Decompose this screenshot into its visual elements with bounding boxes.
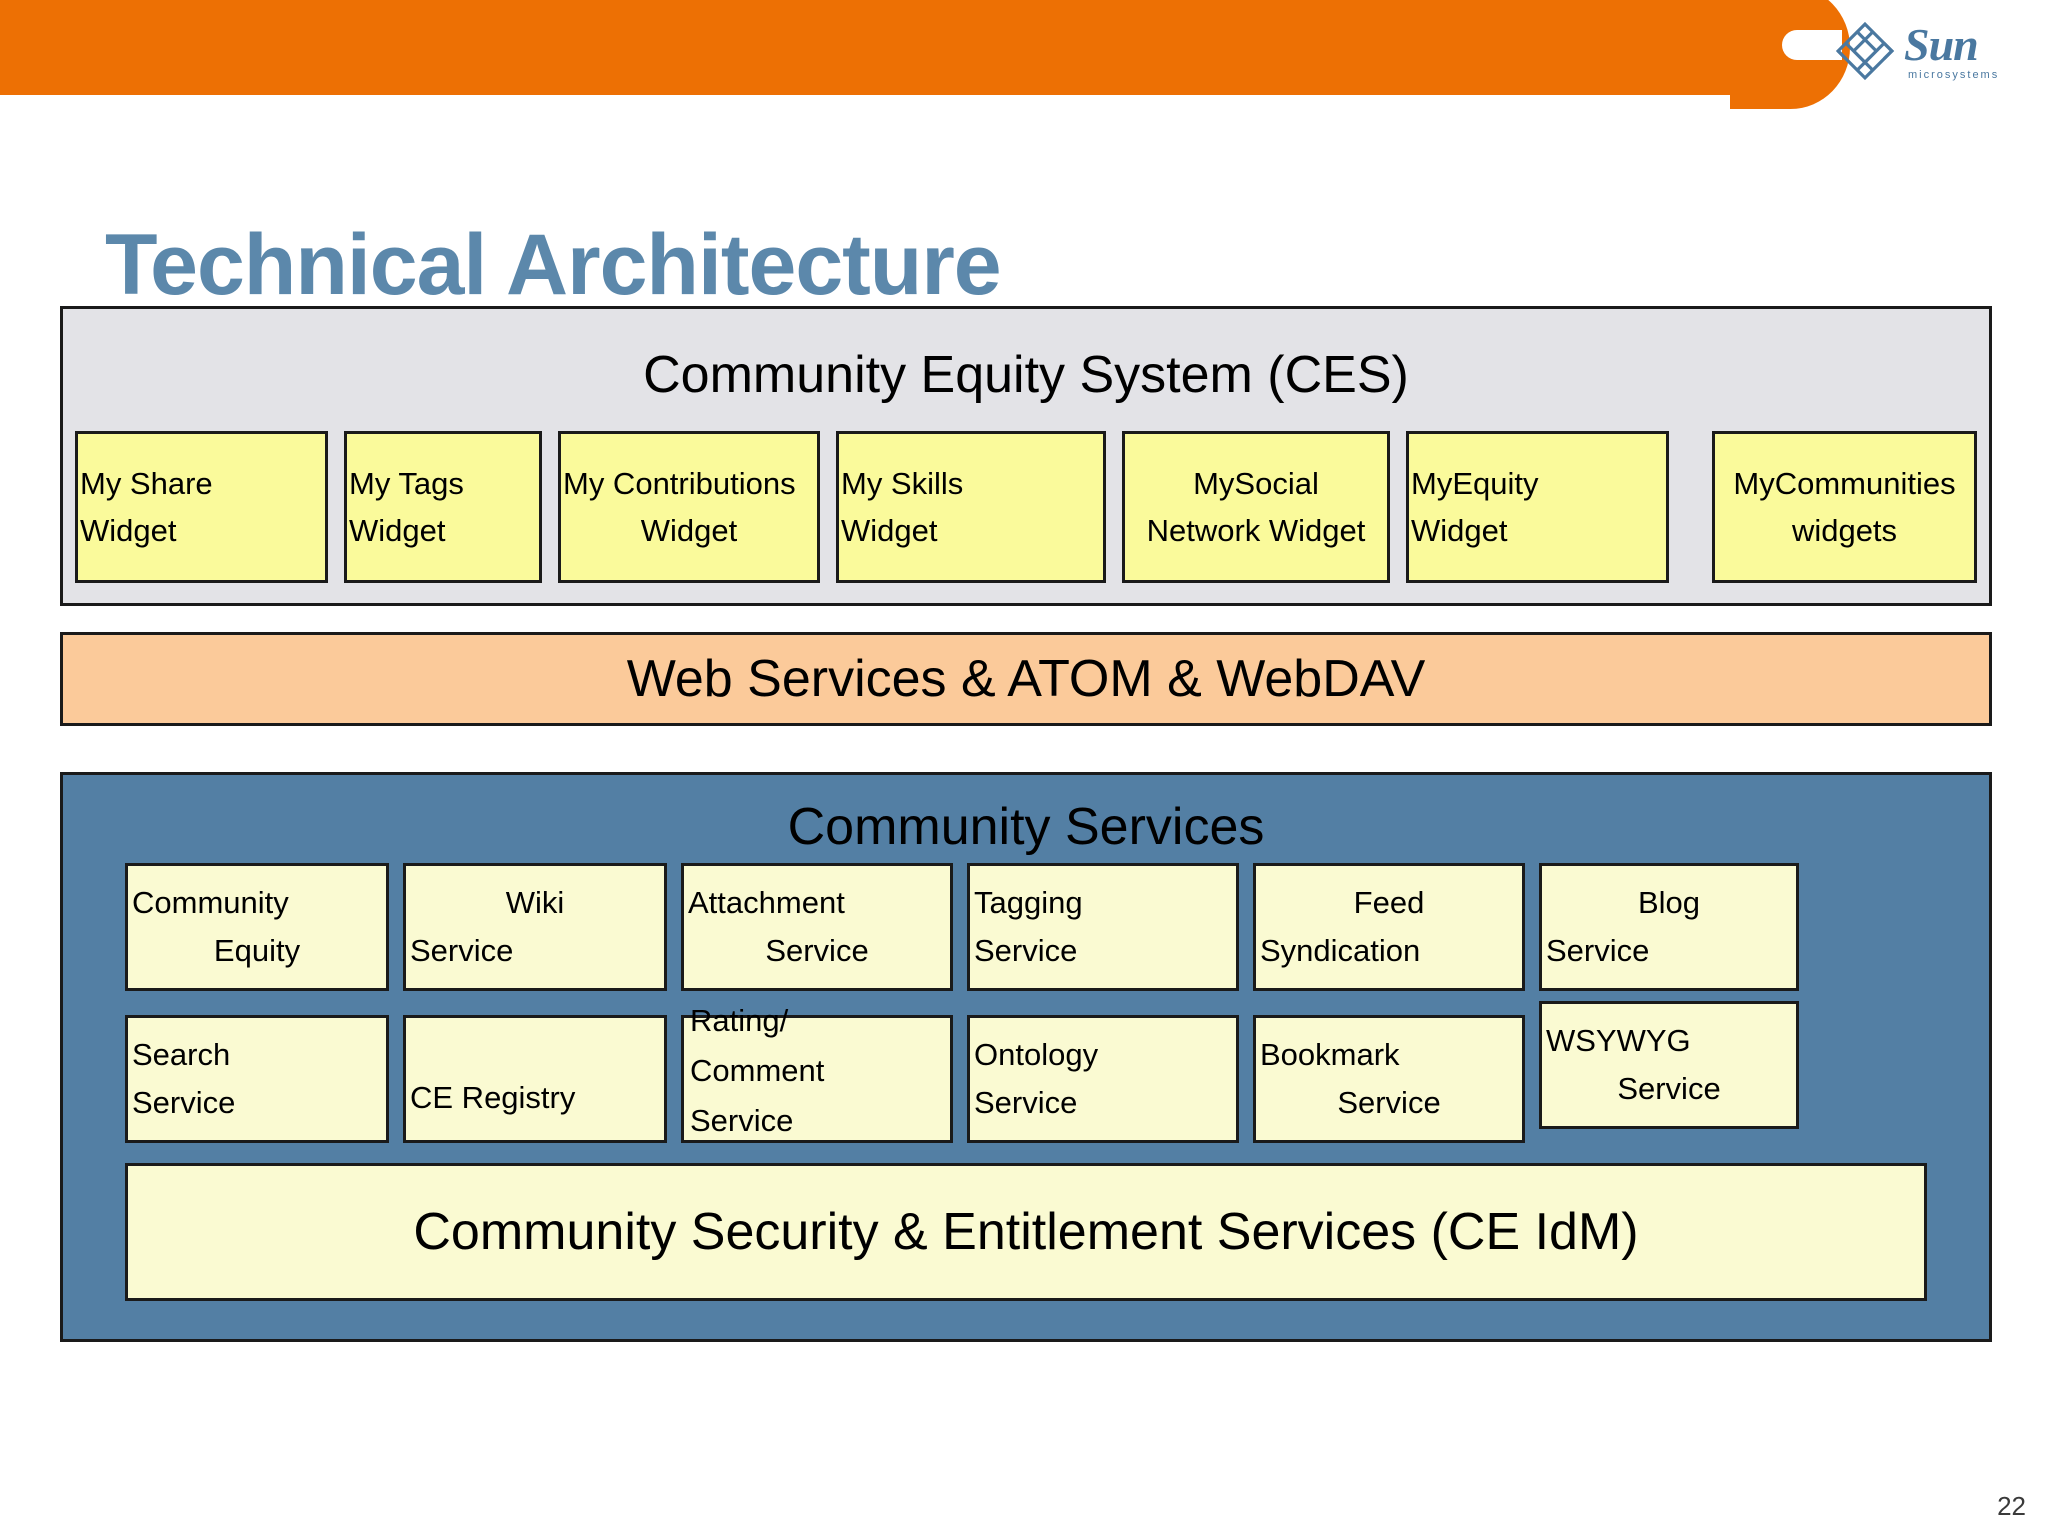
service-line-2: Service: [1337, 1085, 1441, 1120]
service-line-1: CE Registry: [410, 1079, 576, 1115]
service-line-1: Ontology: [974, 1036, 1099, 1072]
service-line-2: Comment: [690, 1053, 825, 1089]
page-title: Technical Architecture: [105, 216, 1002, 313]
ces-layer: Community Equity System (CES) My Share W…: [60, 306, 1992, 606]
service-line-2: Service: [765, 933, 869, 968]
header-orange-band: [0, 0, 1790, 95]
widget-line-1: My Share: [80, 465, 213, 501]
sun-diamond-icon: [1834, 20, 1896, 82]
widget-line-2: Widget: [80, 513, 177, 548]
sun-microsystems-logo: Sun microsystems: [1834, 12, 2024, 90]
widget-box-mycommunities[interactable]: MyCommunities widgets: [1712, 431, 1977, 583]
service-box-attachment-service[interactable]: Attachment Service: [681, 863, 953, 991]
widget-line-2: Widget: [349, 513, 446, 548]
sun-logo-subtext: microsystems: [1908, 68, 2000, 81]
service-line-2: Syndication: [1260, 933, 1421, 968]
widget-line-1: My Tags: [349, 465, 464, 501]
service-line-2: Service: [1546, 933, 1650, 968]
widget-box-myequity[interactable]: MyEquity Widget: [1406, 431, 1669, 583]
service-box-ce-registry[interactable]: CE Registry: [403, 1015, 667, 1143]
service-line-1: Wiki: [505, 884, 565, 920]
service-line-1: WSYWYG: [1546, 1022, 1691, 1058]
service-box-wiki-service[interactable]: Wiki Service: [403, 863, 667, 991]
service-line-2: Service: [410, 933, 514, 968]
web-services-layer-title: Web Services & ATOM & WebDAV: [626, 650, 1426, 708]
service-box-feed-syndication[interactable]: Feed Syndication: [1253, 863, 1525, 991]
security-entitlement-title: Community Security & Entitlement Service…: [413, 1203, 1639, 1261]
service-line-1: Rating/: [690, 1003, 789, 1038]
service-line-1: Bookmark: [1260, 1036, 1400, 1072]
service-line-2: Equity: [213, 933, 301, 968]
service-line-2: Service: [974, 933, 1078, 968]
service-overflow-text: Rating/ Comment Service: [690, 996, 956, 1147]
widget-line-1: My Skills: [841, 465, 964, 501]
service-box-search-service[interactable]: Search Service: [125, 1015, 389, 1143]
service-line-1: Community: [132, 884, 289, 920]
community-services-layer-title: Community Services: [787, 798, 1265, 856]
service-box-bookmark-service[interactable]: Bookmark Service: [1253, 1015, 1525, 1143]
sun-logo-wordmark: Sun: [1904, 18, 1979, 70]
widget-line-1: MyEquity: [1411, 465, 1539, 501]
widget-box-my-share[interactable]: My Share Widget: [75, 431, 328, 583]
service-line-1: Tagging: [974, 884, 1083, 920]
web-services-layer: Web Services & ATOM & WebDAV: [60, 632, 1992, 726]
service-box-community-equity[interactable]: Community Equity: [125, 863, 389, 991]
widget-box-mysocial-network[interactable]: MySocial Network Widget: [1122, 431, 1390, 583]
service-line-2: Service: [1617, 1071, 1721, 1106]
widget-line-2: Network Widget: [1146, 513, 1366, 548]
ces-widget-row: My Share Widget My Tags Widget My Contri…: [75, 431, 1977, 583]
service-line-1: Attachment: [688, 884, 845, 920]
widget-line-1: MyCommunities: [1733, 465, 1956, 501]
service-box-wsywyg-service[interactable]: WSYWYG Service: [1539, 1001, 1799, 1129]
widget-line-2: widgets: [1791, 513, 1898, 548]
widget-box-my-contributions[interactable]: My Contributions Widget: [558, 431, 820, 583]
service-box-tagging-service[interactable]: Tagging Service: [967, 863, 1239, 991]
sun-logo-text: Sun microsystems: [1904, 18, 2000, 81]
widget-line-2: Widget: [640, 513, 738, 548]
community-services-row-2: Search Service CE Registry Rating/ Comme…: [125, 1001, 1927, 1143]
service-box-blog-service[interactable]: Blog Service: [1539, 863, 1799, 991]
widget-line-2: Widget: [841, 513, 938, 548]
widget-line-1: MySocial: [1193, 465, 1319, 501]
service-line-2: Service: [132, 1085, 236, 1120]
widget-line-1: My Contributions: [563, 465, 796, 501]
widget-box-my-tags[interactable]: My Tags Widget: [344, 431, 542, 583]
service-line-1: Search: [132, 1036, 231, 1072]
service-line-3: Service: [690, 1103, 794, 1139]
service-line-2: Service: [974, 1085, 1078, 1120]
service-line-1: Blog: [1637, 884, 1701, 920]
page-number: 22: [1997, 1491, 2026, 1521]
service-box-rating-comment-service[interactable]: Rating/ Comment Service: [681, 1003, 953, 1143]
security-entitlement-band: Community Security & Entitlement Service…: [125, 1163, 1927, 1301]
service-box-ontology-service[interactable]: Ontology Service: [967, 1015, 1239, 1143]
header-band-notch: [1782, 30, 1842, 60]
community-services-layer: Community Services Community Equity Wiki…: [60, 772, 1992, 1342]
widget-line-2: Widget: [1411, 513, 1508, 548]
ces-layer-title: Community Equity System (CES): [643, 346, 1409, 404]
service-line-1: Feed: [1353, 884, 1425, 920]
community-services-row-1: Community Equity Wiki Service Attachment…: [125, 863, 1927, 991]
widget-box-my-skills[interactable]: My Skills Widget: [836, 431, 1106, 583]
